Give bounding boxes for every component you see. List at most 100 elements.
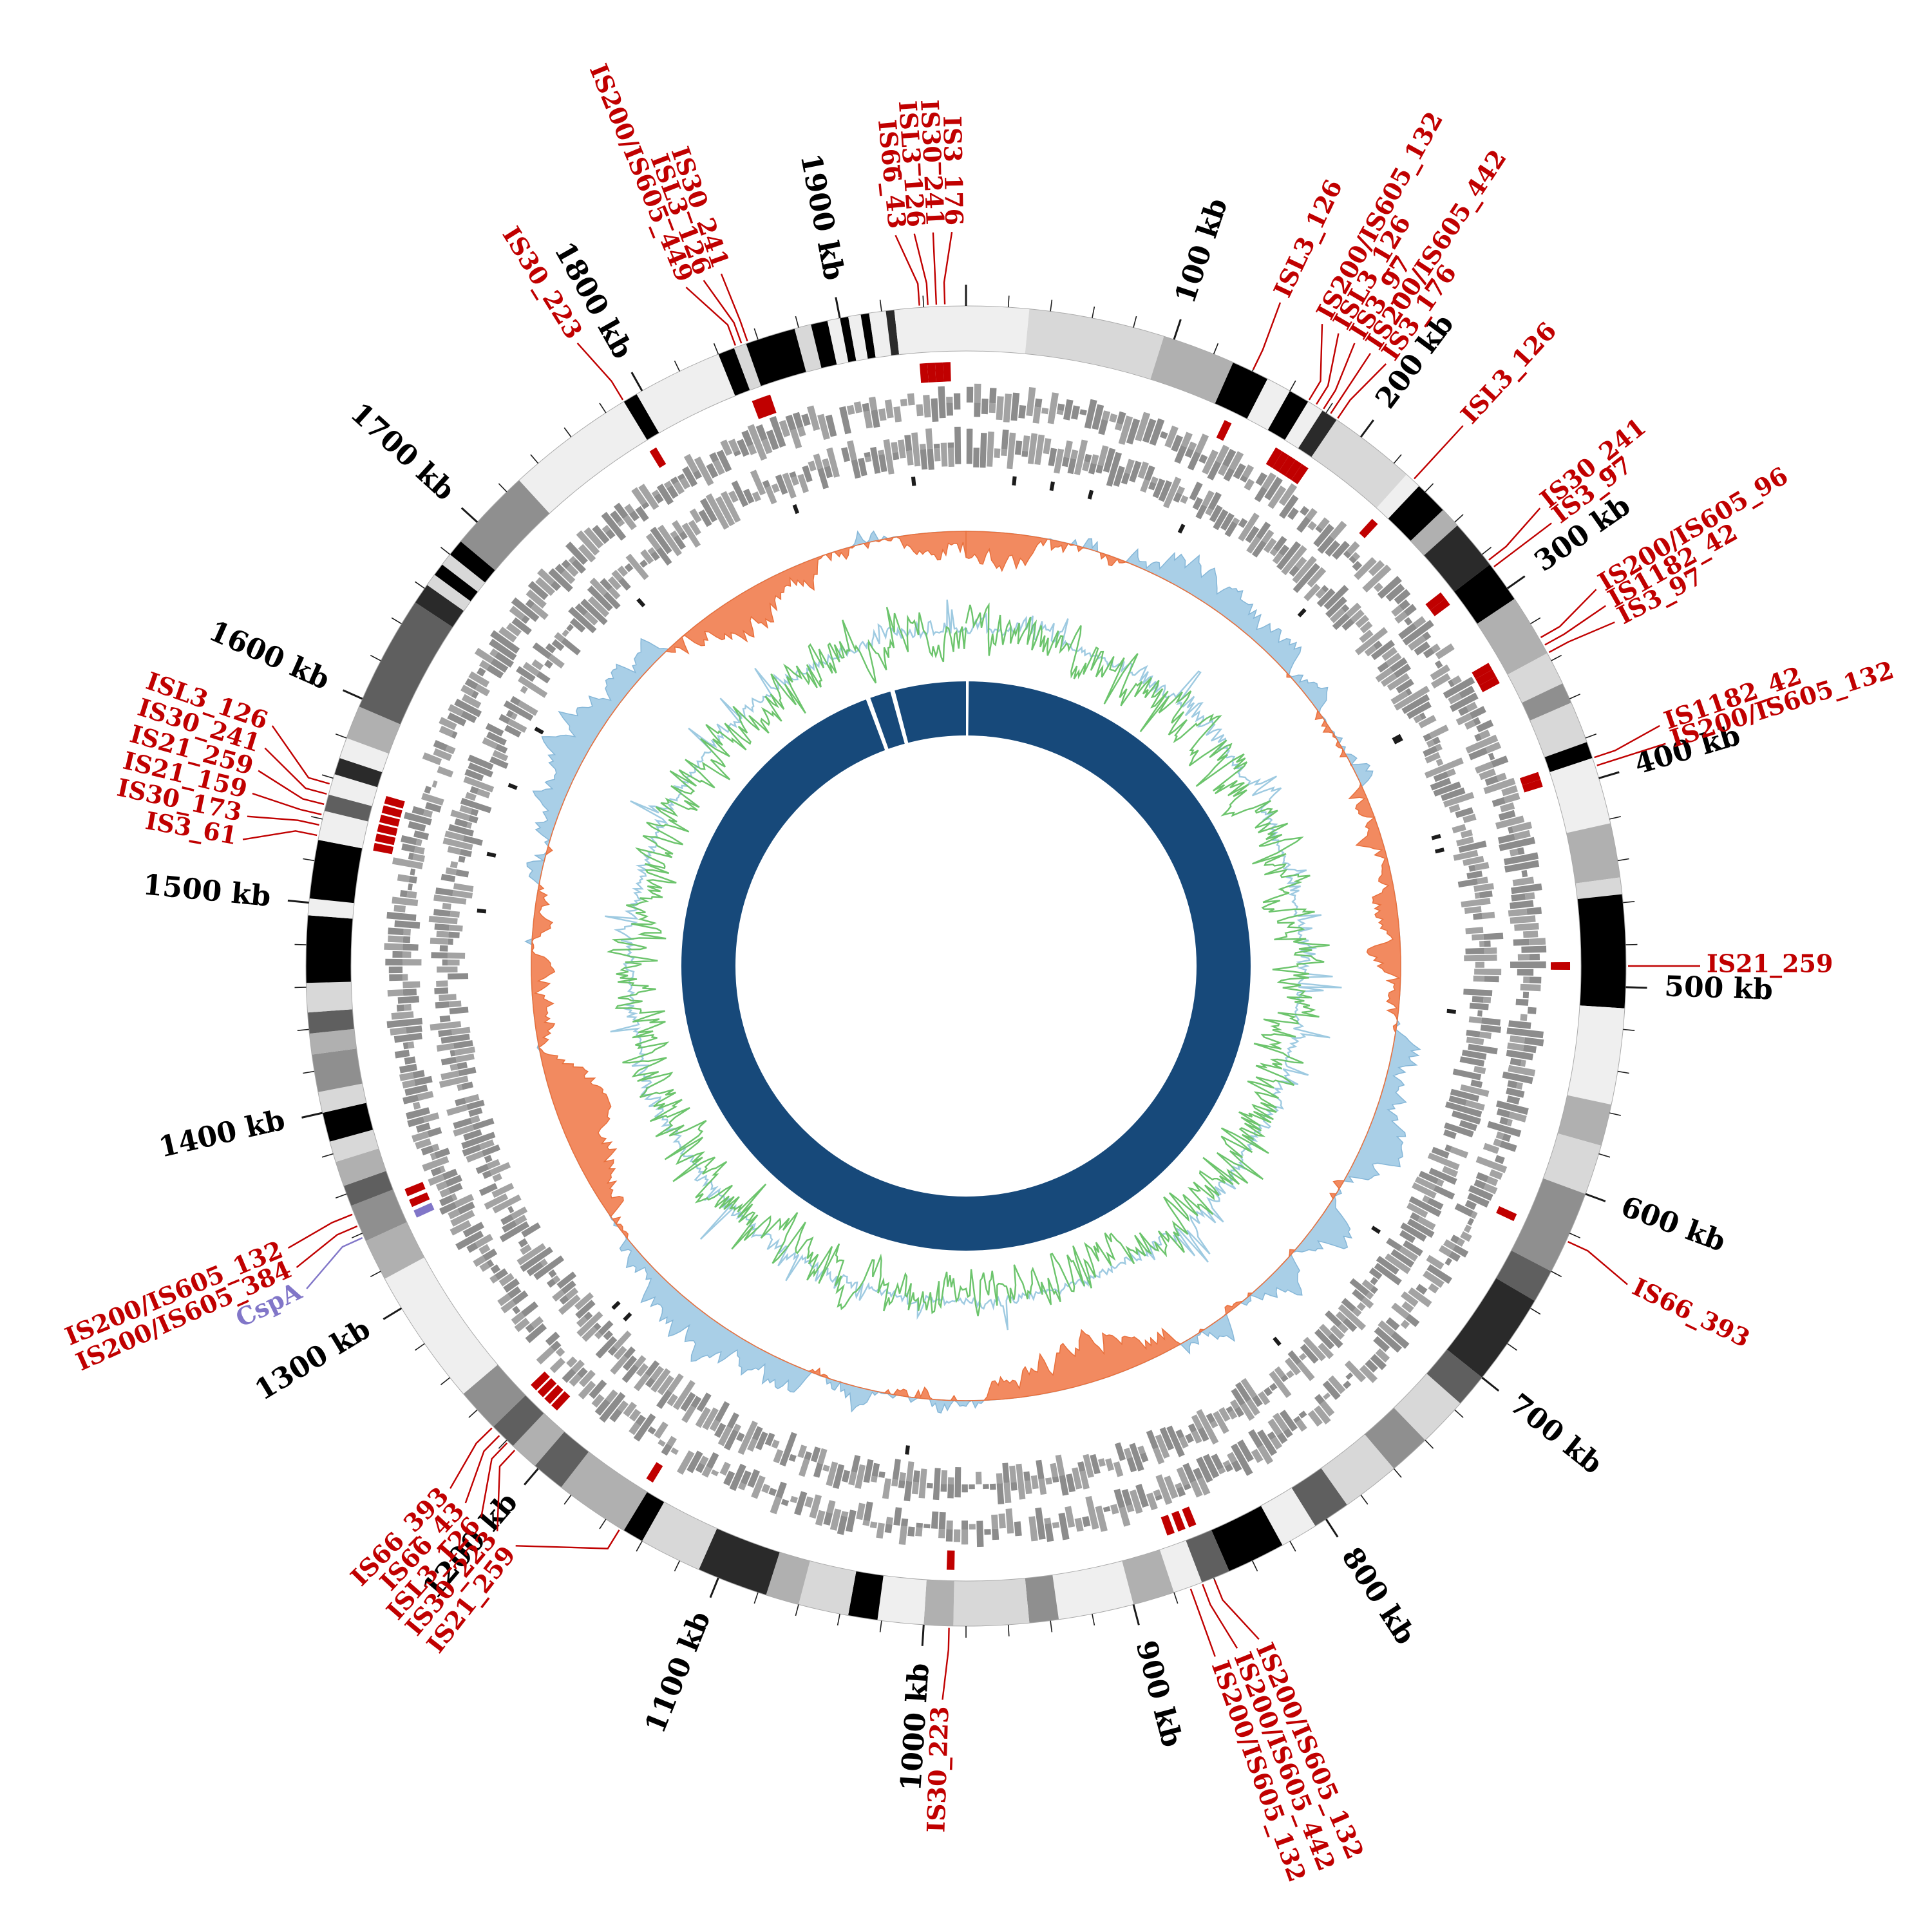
- is-marker-dash: [1291, 464, 1309, 484]
- annotation-leader-line: [685, 287, 737, 346]
- major-tick: [1325, 1519, 1339, 1538]
- is-marker-dash: [1430, 598, 1450, 616]
- minor-tick: [1092, 1613, 1095, 1625]
- contig-segment: [1477, 598, 1548, 675]
- is-marker-dash: [1519, 772, 1541, 786]
- annotation-leader-line: [1594, 724, 1660, 759]
- contig-segment: [1122, 1549, 1174, 1605]
- contig-segment: [623, 393, 659, 440]
- contig-segment: [434, 564, 478, 601]
- is-annotation-label: IS3_176: [938, 116, 969, 226]
- minor-tick: [415, 581, 425, 589]
- minor-tick: [303, 1070, 315, 1074]
- contig-segment: [427, 574, 471, 611]
- annotation-leader-line: [287, 1213, 353, 1249]
- minor-tick: [297, 1028, 309, 1031]
- is-marker-dash: [1216, 420, 1232, 441]
- minor-tick: [599, 1519, 607, 1530]
- minor-tick: [1598, 1153, 1611, 1158]
- gc-skew-track: [524, 530, 1421, 1414]
- contig-segment: [623, 1492, 665, 1542]
- minor-tick: [1551, 1271, 1562, 1278]
- kb-tick-label: 900 kb: [1129, 1637, 1188, 1750]
- gene-track-forward-tiles-a: [384, 383, 1546, 1545]
- navy-ring-circle: [681, 681, 1251, 1251]
- minor-tick: [879, 1620, 882, 1633]
- minor-tick: [1289, 380, 1296, 392]
- minor-tick: [498, 1439, 507, 1449]
- contig-segment: [718, 348, 750, 396]
- contig-segment: [317, 1083, 366, 1113]
- is-marker-dash: [1171, 1510, 1186, 1532]
- contig-segment: [877, 1575, 927, 1625]
- major-tick: [1132, 1604, 1140, 1625]
- annotation-leader-line: [450, 1427, 493, 1489]
- annotation-leader-line: [242, 830, 317, 840]
- major-tick: [1481, 1376, 1500, 1392]
- minor-tick: [370, 1271, 381, 1278]
- minor-tick: [370, 654, 381, 661]
- gene-track-forward: [384, 383, 1547, 1548]
- contig-segment: [1186, 1530, 1229, 1583]
- contig-segment: [346, 706, 401, 754]
- gc-content-blue-line: [605, 600, 1342, 1331]
- minor-tick: [335, 1193, 347, 1198]
- minor-tick: [440, 547, 451, 555]
- contig-segment: [1215, 362, 1268, 419]
- minor-tick: [1454, 514, 1464, 523]
- gc-content-track: [605, 600, 1342, 1331]
- annotation-leader-line: [703, 279, 743, 344]
- contig-segment: [699, 1528, 780, 1595]
- minor-tick: [1289, 1540, 1296, 1552]
- contig-segment: [1150, 336, 1233, 404]
- contig-segment: [366, 1222, 424, 1279]
- contig-segment: [519, 401, 647, 514]
- is-marker-dash: [919, 363, 929, 383]
- contig-segment: [642, 1502, 717, 1570]
- contig-segment: [328, 774, 378, 806]
- contig-segment: [869, 310, 891, 358]
- kb-tick-label: 1900 kb: [794, 151, 851, 283]
- annotation-leader-line: [1337, 363, 1387, 419]
- gene-track-reverse: [428, 426, 1504, 1504]
- contig-segment: [359, 602, 453, 724]
- is-marker-dash: [1160, 1515, 1175, 1536]
- kb-tick-label: 700 kb: [1503, 1387, 1608, 1481]
- minor-tick: [294, 987, 307, 989]
- contig-segment: [766, 1552, 810, 1605]
- minor-tick: [795, 316, 799, 328]
- minor-tick: [1623, 901, 1635, 904]
- contig-segment: [513, 1413, 565, 1466]
- is-marker-dash: [762, 394, 777, 415]
- minor-tick: [303, 858, 315, 862]
- annotation-leader-line: [271, 725, 330, 785]
- is-annotation-label: IS30_223: [921, 1706, 954, 1833]
- minor-tick: [1050, 299, 1053, 312]
- major-tick: [460, 507, 478, 524]
- is-marker-dash: [757, 396, 772, 417]
- is-annotation-label: ISL3_126: [1455, 316, 1562, 429]
- minor-tick: [440, 1377, 451, 1385]
- annotation-leader-line: [1252, 302, 1282, 370]
- contig-segment: [1247, 379, 1290, 430]
- contig-segment: [1311, 419, 1407, 508]
- navy-ring-gap: [866, 696, 889, 752]
- is-marker-dash: [375, 833, 396, 846]
- contig-segment: [308, 898, 354, 919]
- contig-segment: [636, 354, 735, 433]
- is-marker-dash: [1265, 447, 1283, 468]
- contig-segment: [493, 1395, 544, 1446]
- contig-segment: [1365, 1408, 1426, 1469]
- contig-segment: [1424, 525, 1490, 592]
- annotation-leader-line: [497, 1450, 516, 1531]
- kb-tick-label: 1300 kb: [249, 1312, 376, 1407]
- minor-tick: [1585, 734, 1597, 739]
- minor-tick: [1425, 483, 1434, 493]
- kb-tick-label: 1400 kb: [156, 1104, 288, 1164]
- minor-tick: [1623, 1028, 1635, 1031]
- minor-tick: [837, 1613, 840, 1625]
- kb-tick-label: 600 kb: [1616, 1190, 1730, 1258]
- contig-segment: [860, 313, 876, 359]
- minor-tick: [1092, 307, 1095, 319]
- contig-segment: [840, 316, 857, 363]
